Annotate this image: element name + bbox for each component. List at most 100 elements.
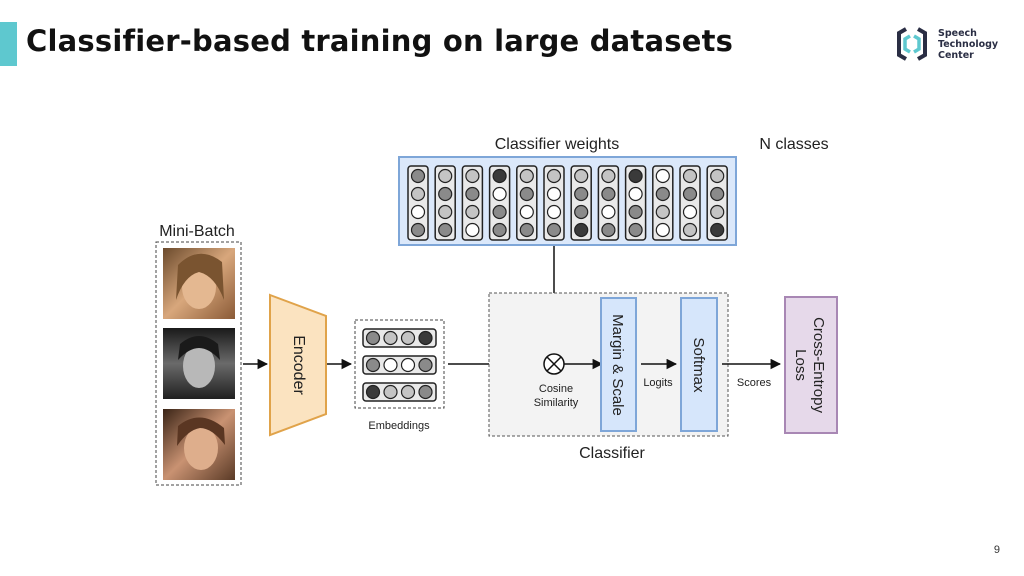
weight-neuron <box>438 222 453 238</box>
weight-column <box>597 165 620 241</box>
weight-neuron <box>492 204 507 220</box>
embedding-neuron <box>400 384 416 400</box>
weight-neuron <box>655 204 670 220</box>
weight-column <box>679 165 701 241</box>
embedding-neuron <box>383 330 398 346</box>
mini-batch-box <box>155 241 242 486</box>
embedding-neuron <box>383 357 398 373</box>
embedding-neuron <box>400 357 416 373</box>
classifier-label: Classifier <box>579 445 645 462</box>
weight-neuron <box>410 222 426 238</box>
weight-neuron <box>465 222 480 238</box>
stc-logo: Speech Technology Center <box>892 24 1012 68</box>
slide-title: Classifier-based training on large datas… <box>26 24 734 58</box>
embedding-neuron <box>418 357 433 373</box>
face-image <box>163 328 235 399</box>
softmax-label: Softmax <box>690 337 707 393</box>
cosine-similarity-node <box>543 353 565 375</box>
weight-neuron <box>655 186 670 202</box>
logits-label: Logits <box>643 377 673 389</box>
weight-neuron <box>628 204 643 220</box>
weight-neuron <box>438 168 453 184</box>
weight-neuron <box>601 204 616 220</box>
weight-neuron <box>628 168 643 184</box>
weight-neuron <box>655 222 670 238</box>
weight-column <box>652 165 674 241</box>
encoder-label: Encoder <box>290 335 307 395</box>
margin-scale-label: Margin & Scale <box>609 314 626 416</box>
weight-neuron <box>519 204 534 220</box>
n-classes-label: N classes <box>759 136 828 153</box>
weight-neuron <box>546 186 562 202</box>
weight-neuron <box>519 168 534 184</box>
embedding-neuron <box>365 330 381 346</box>
embedding-row <box>362 382 437 402</box>
mini-batch-label: Mini-Batch <box>159 223 235 240</box>
embedding-rows <box>362 328 437 402</box>
weight-neuron <box>574 222 589 238</box>
weight-neuron <box>546 168 562 184</box>
stc-logo-icon <box>897 27 927 61</box>
classifier-weights-label: Classifier weights <box>495 136 619 153</box>
encoder-block <box>269 293 327 437</box>
weight-neuron <box>682 204 698 220</box>
weight-neuron <box>492 222 507 238</box>
embeddings-label: Embeddings <box>368 420 430 432</box>
embeddings-box <box>354 319 445 409</box>
weight-column <box>488 165 511 241</box>
embedding-row <box>362 328 437 348</box>
weight-column <box>407 165 429 241</box>
weight-neuron <box>628 222 643 238</box>
margin-scale-block <box>600 297 637 432</box>
softmax-block <box>680 297 718 432</box>
weight-neuron <box>492 168 507 184</box>
weight-neuron <box>682 168 698 184</box>
weight-column <box>543 165 565 241</box>
embedding-neuron <box>400 330 416 346</box>
weight-neuron <box>601 186 616 202</box>
weight-neuron <box>492 186 507 202</box>
weight-neuron <box>410 204 426 220</box>
logo-text-line: Speech <box>938 28 977 39</box>
weight-neuron <box>628 186 643 202</box>
scores-label: Scores <box>737 377 772 389</box>
face-image <box>163 248 235 319</box>
weight-neuron <box>682 186 698 202</box>
cross-entropy-loss-block <box>784 296 838 434</box>
weight-column <box>434 165 456 241</box>
weight-neuron <box>465 186 480 202</box>
weight-neuron <box>710 222 725 238</box>
embedding-neuron <box>365 384 381 400</box>
weight-neuron <box>519 186 534 202</box>
cross-entropy-label: Cross-Entropy <box>810 317 827 413</box>
logo-text-line: Center <box>938 50 974 61</box>
similarity-label: Similarity <box>534 397 579 409</box>
weight-neuron <box>710 186 725 202</box>
weight-neuron <box>574 186 589 202</box>
weight-neuron <box>465 168 480 184</box>
embedding-neuron <box>383 384 398 400</box>
weight-neuron <box>655 168 670 184</box>
face-image <box>163 409 235 480</box>
weight-neuron <box>519 222 534 238</box>
weight-columns <box>407 165 728 241</box>
logo-text: Speech Technology Center <box>938 28 998 61</box>
weight-column <box>570 165 592 241</box>
page-number: 9 <box>993 544 1000 556</box>
embedding-neuron <box>365 357 381 373</box>
weight-neuron <box>546 222 562 238</box>
weight-neuron <box>410 186 426 202</box>
weight-neuron <box>438 186 453 202</box>
weight-neuron <box>601 222 616 238</box>
weight-neuron <box>601 168 616 184</box>
weight-neuron <box>682 222 698 238</box>
weight-neuron <box>710 168 725 184</box>
weight-neuron <box>410 168 426 184</box>
embedding-row <box>362 355 437 375</box>
embedding-neuron <box>418 384 433 400</box>
weight-neuron <box>574 168 589 184</box>
embedding-neuron <box>418 330 433 346</box>
weight-neuron <box>546 204 562 220</box>
weight-column <box>624 165 647 241</box>
